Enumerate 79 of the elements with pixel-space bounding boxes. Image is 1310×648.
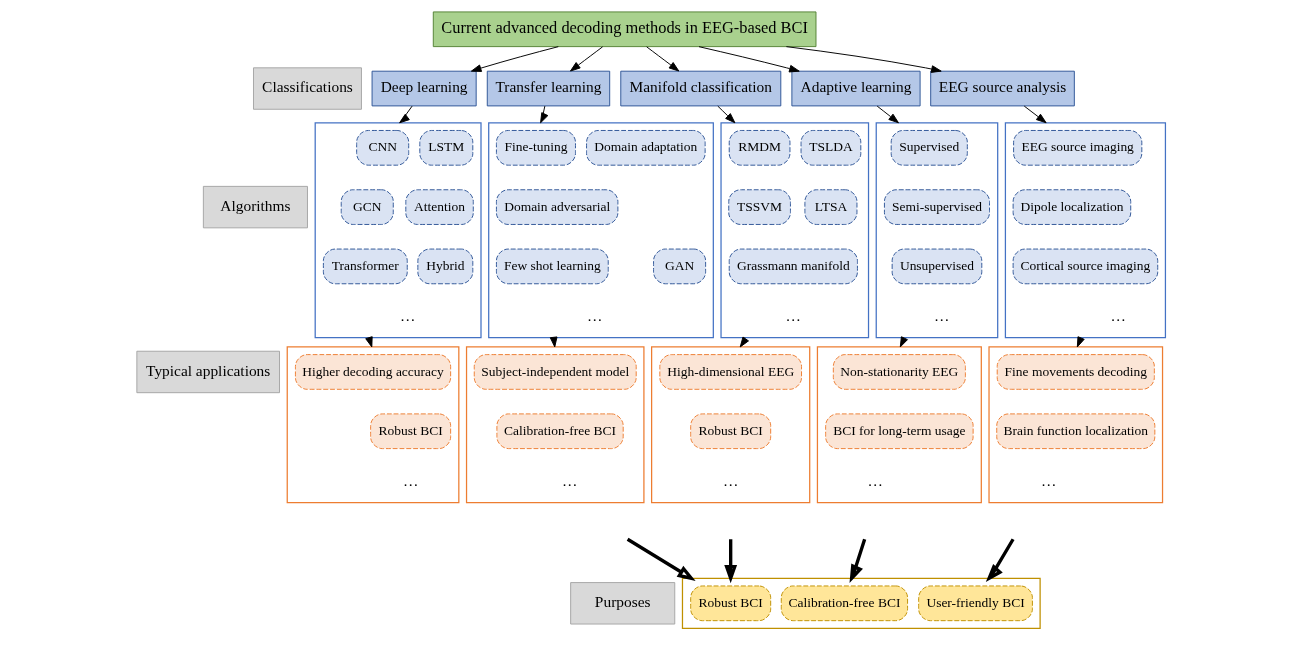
cluster xyxy=(681,577,1041,629)
node-box: Unsupervised xyxy=(891,248,983,285)
label: … xyxy=(1110,307,1126,325)
cluster xyxy=(988,346,1164,504)
node-box: Fine movements decoding xyxy=(996,354,1155,390)
label: … xyxy=(785,307,802,325)
node-box: Classifications xyxy=(253,67,362,110)
node-box: CNN xyxy=(356,130,410,166)
cluster xyxy=(286,346,460,504)
node-box: High-dimensional EEG xyxy=(659,354,802,390)
node-box: Supervised xyxy=(890,130,968,166)
node-box: Hybrid xyxy=(417,248,474,285)
arrow xyxy=(646,46,680,72)
node-box: Purposes xyxy=(570,582,676,625)
node-box: Robust BCI xyxy=(690,413,772,450)
node-box: Domain adaptation xyxy=(586,130,706,166)
node-box: Algorithms xyxy=(202,185,308,229)
node-box: Grassmann manifold xyxy=(728,248,858,285)
cluster xyxy=(1004,122,1167,339)
node-box: Domain adversarial xyxy=(495,189,619,225)
node-box: Fine-tuning xyxy=(495,130,576,166)
node-box: Non-stationarity EEG xyxy=(832,354,966,390)
node-box: Robust BCI xyxy=(370,413,452,450)
label: … xyxy=(587,307,603,325)
node-box: Semi-supervised xyxy=(883,189,990,225)
node-box: Calibration-free BCI xyxy=(780,585,909,622)
arrow xyxy=(717,105,736,124)
label: … xyxy=(722,472,739,489)
label: … xyxy=(561,472,578,489)
cluster xyxy=(816,346,982,504)
node-box: User-friendly BCI xyxy=(918,585,1033,622)
node-box: Robust BCI xyxy=(690,585,772,622)
node-box: EEG source analysis xyxy=(930,70,1075,107)
arrow xyxy=(570,46,604,72)
cluster xyxy=(488,122,714,339)
node-box: LTSA xyxy=(804,189,858,225)
arrow xyxy=(876,105,899,124)
label: … xyxy=(400,307,416,325)
node-box: EEG source imaging xyxy=(1013,130,1143,166)
cluster xyxy=(465,346,645,504)
node-box: GAN xyxy=(653,248,707,285)
node-box: Calibration-free BCI xyxy=(496,413,624,450)
node-box: LSTM xyxy=(419,130,474,166)
arrow xyxy=(1023,105,1047,124)
node-box: Adaptive learning xyxy=(791,70,921,107)
cluster xyxy=(651,346,811,504)
arrow xyxy=(470,46,559,72)
node-box: Higher decoding accuracy xyxy=(294,354,452,390)
node-box: Transfer learning xyxy=(486,70,611,107)
label: … xyxy=(867,472,883,489)
node-box: Transformer xyxy=(322,248,408,285)
arrow xyxy=(849,538,867,583)
cluster xyxy=(314,122,482,339)
node-box: Attention xyxy=(405,189,474,225)
node-box: Manifold classification xyxy=(620,70,782,107)
node-box: Brain function localization xyxy=(996,413,1156,450)
node-box: Few shot learning xyxy=(495,248,609,285)
cluster xyxy=(720,122,870,339)
node-box: Cortical source imaging xyxy=(1012,248,1159,285)
node-box: BCI for long-term usage xyxy=(825,413,974,450)
node-box: Current advanced decoding methods in EEG-based BCI xyxy=(432,11,817,48)
cluster xyxy=(875,122,999,339)
arrow xyxy=(626,537,696,581)
arrow xyxy=(399,105,413,124)
node-box: TSSVM xyxy=(728,189,791,225)
node-box: TSLDA xyxy=(800,130,862,166)
node-box: GCN xyxy=(340,189,394,225)
arrow xyxy=(724,539,738,584)
label: … xyxy=(402,472,419,489)
label: … xyxy=(934,307,950,325)
node-box: RMDM xyxy=(728,130,791,166)
arrow xyxy=(785,46,942,73)
arrow xyxy=(698,46,800,73)
arrow xyxy=(985,538,1015,583)
node-box: Deep learning xyxy=(371,70,477,107)
node-box: Subject-independent model xyxy=(473,354,637,390)
label: … xyxy=(1041,472,1057,489)
node-box: Dipole localization xyxy=(1012,189,1132,225)
node-box: Typical applications xyxy=(136,350,280,394)
